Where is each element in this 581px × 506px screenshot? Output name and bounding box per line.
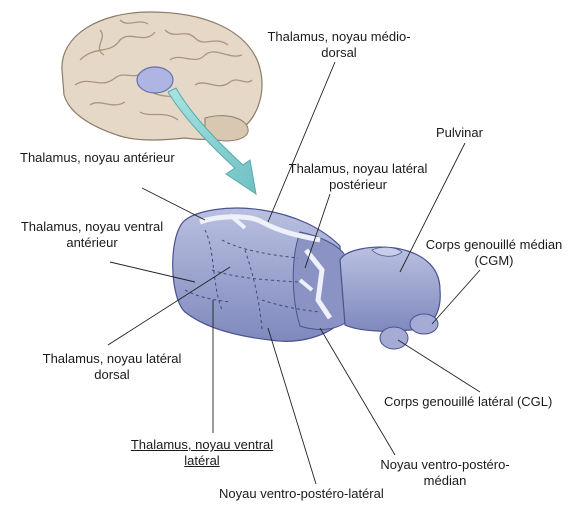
label-line: Thalamus, noyau antérieur xyxy=(20,150,175,166)
label-medio-dorsal: Thalamus, noyau médio- dorsal xyxy=(236,29,442,61)
label-vpl: Noyau ventro-postéro-latéral xyxy=(219,486,384,502)
label-line: (CGM) xyxy=(410,253,578,269)
label-cgl: Corps genouillé latéral (CGL) xyxy=(384,394,552,410)
label-line: postérieur xyxy=(265,177,451,193)
label-line: Thalamus, noyau latéral xyxy=(265,161,451,177)
label-line: médian xyxy=(360,473,530,489)
label-lateral-dorsal: Thalamus, noyau latéral dorsal xyxy=(22,351,202,383)
label-line: Thalamus, noyau ventral xyxy=(112,437,292,453)
label-line: Corps genouillé médian xyxy=(410,237,578,253)
label-line: Thalamus, noyau médio- xyxy=(236,29,442,45)
label-line: latéral xyxy=(112,453,292,469)
label-ventral-lateral: Thalamus, noyau ventral latéral xyxy=(112,437,292,469)
label-line: Noyau ventro-postéro- xyxy=(360,457,530,473)
label-vpm: Noyau ventro-postéro- médian xyxy=(360,457,530,489)
leader-medio-dorsal xyxy=(268,62,335,222)
label-lateral-posterieur: Thalamus, noyau latéral postérieur xyxy=(265,161,451,193)
label-line: Pulvinar xyxy=(436,125,483,141)
label-line: antérieur xyxy=(2,235,182,251)
label-line: Thalamus, noyau ventral xyxy=(2,219,182,235)
leader-anterieur xyxy=(142,188,205,220)
label-anterieur: Thalamus, noyau antérieur xyxy=(20,150,175,166)
label-line: Thalamus, noyau latéral xyxy=(22,351,202,367)
label-line: Noyau ventro-postéro-latéral xyxy=(219,486,384,502)
label-line: Corps genouillé latéral (CGL) xyxy=(384,394,552,410)
brain-illustration xyxy=(62,12,262,141)
label-cgm: Corps genouillé médian (CGM) xyxy=(410,237,578,269)
label-line: dorsal xyxy=(22,367,202,383)
leader-vpm xyxy=(320,328,395,455)
label-ventral-anterieur: Thalamus, noyau ventral antérieur xyxy=(2,219,182,251)
label-pulvinar: Pulvinar xyxy=(436,125,483,141)
label-line: dorsal xyxy=(236,45,442,61)
leader-cgl xyxy=(398,340,480,392)
